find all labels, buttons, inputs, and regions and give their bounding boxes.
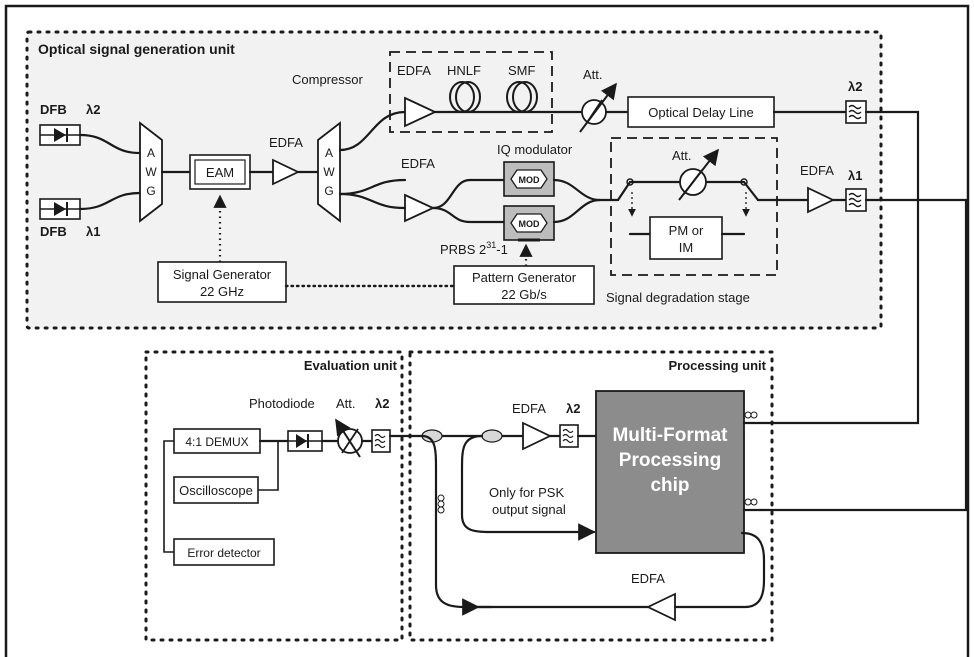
processing-edfa-label: EDFA — [512, 401, 546, 416]
error-detector-label: Error detector — [187, 546, 260, 560]
degradation-box — [610, 137, 778, 276]
photodiode-label: Photodiode — [249, 396, 315, 411]
coupler-right — [481, 429, 503, 443]
evaluation-unit-title: Evaluation unit — [304, 358, 398, 373]
generation-unit-title: Optical signal generation unit — [38, 41, 235, 57]
eval-lambda-label: λ2 — [375, 396, 389, 411]
dfb-top-label: DFB — [40, 102, 67, 117]
fiber-lambda2-to-chip — [760, 110, 920, 425]
compressor-edfa-label: EDFA — [397, 63, 431, 78]
outer-border — [4, 4, 970, 657]
psk-note-2: output signal — [492, 502, 566, 517]
smf-coil — [506, 81, 538, 113]
processing-lambda-label: λ2 — [566, 401, 580, 416]
prbs-label: PRBS 231-1 — [440, 240, 508, 257]
dfb-top-lambda: λ2 — [86, 102, 100, 117]
processing-filter-lambda2 — [559, 424, 579, 448]
eam-label: EAM — [206, 165, 234, 180]
eam-box — [189, 154, 251, 190]
fiber-lambda1-to-chip — [760, 198, 968, 512]
compressor-box — [389, 51, 553, 133]
edfa-l1 — [807, 186, 836, 214]
processing-edfa — [522, 421, 553, 451]
pattern-generator-rate: 22 Gb/s — [501, 287, 547, 302]
loop-edfa — [645, 592, 676, 622]
pm-im-label-2: IM — [679, 240, 693, 255]
chip-output-loop — [673, 531, 766, 609]
processing-unit-title: Processing unit — [668, 358, 766, 373]
svg-text:W: W — [323, 165, 335, 179]
dfb-laser-bottom — [39, 198, 81, 220]
edfa-label: EDFA — [269, 135, 303, 150]
compressor-edfa — [404, 96, 438, 128]
iq-modulator-label: IQ modulator — [497, 142, 573, 157]
photodiode — [287, 430, 323, 452]
eval-att-label: Att. — [336, 396, 356, 411]
signal-generator-freq: 22 GHz — [200, 284, 244, 299]
filter-lambda1-label: λ1 — [848, 168, 862, 183]
degradation-label: Signal degradation stage — [606, 290, 750, 305]
dfb-bottom-lambda: λ1 — [86, 224, 100, 239]
svg-text:G: G — [324, 184, 333, 198]
att-degradation-label: Att. — [672, 148, 692, 163]
psk-reference-path — [460, 434, 596, 541]
pattern-generator — [453, 265, 595, 305]
dfb-laser-top — [39, 124, 81, 146]
processing-unit-frame — [408, 350, 774, 642]
signal-generator-label: Signal Generator — [173, 267, 272, 282]
hnlf-coil — [449, 81, 481, 113]
svg-text:A: A — [147, 146, 155, 160]
evaluation-unit-frame — [144, 350, 404, 642]
chip-label-1: Multi-Format — [612, 425, 728, 446]
svg-text:W: W — [145, 165, 157, 179]
fiber-dfb-top — [78, 133, 142, 155]
loop-to-coupler — [420, 434, 650, 609]
pm-im-label-1: PM or — [669, 223, 704, 238]
fiber-dfb-bottom — [78, 191, 142, 211]
oscilloscope-label: Oscilloscope — [179, 483, 253, 498]
dfb-bottom-label: DFB — [40, 224, 67, 239]
iq-modulator: MOD MOD — [503, 161, 555, 242]
svg-text:MOD: MOD — [519, 219, 540, 229]
edfa-l1-label: EDFA — [800, 163, 834, 178]
pattern-generator-label: Pattern Generator — [472, 270, 577, 285]
hnlf-label: HNLF — [447, 63, 481, 78]
awg-demultiplexer: A W G — [317, 121, 341, 223]
generation-unit-frame — [25, 30, 883, 330]
smf-label: SMF — [508, 63, 536, 78]
chip-label-3: chip — [650, 475, 689, 496]
filter-lambda2-label: λ2 — [848, 79, 862, 94]
filter-lambda1 — [845, 188, 867, 212]
signal-generator — [157, 261, 287, 303]
demux-label: 4:1 DEMUX — [185, 435, 248, 449]
svg-text:MOD: MOD — [519, 175, 540, 185]
filter-lambda2 — [845, 100, 867, 124]
edfa-triangle — [272, 158, 301, 186]
compressor-label: Compressor — [292, 72, 363, 87]
fiber-connectors — [437, 411, 758, 514]
lower-edfa-label: EDFA — [401, 156, 435, 171]
multi-format-chip — [595, 390, 745, 554]
chip-label-2: Processing — [619, 450, 721, 471]
loop-edfa-label: EDFA — [631, 571, 665, 586]
error-detector-box — [173, 538, 275, 566]
eval-filter-lambda2 — [371, 429, 391, 453]
awg-multiplexer: A W G — [139, 121, 163, 223]
psk-note-1: Only for PSK — [489, 485, 564, 500]
degradation-switches — [616, 178, 810, 217]
att-upper-label: Att. — [583, 67, 603, 82]
pm-im-box — [649, 216, 723, 260]
svg-text:A: A — [325, 146, 333, 160]
oscilloscope-box — [173, 476, 259, 504]
delay-line-label: Optical Delay Line — [648, 105, 754, 120]
svg-text:G: G — [146, 184, 155, 198]
